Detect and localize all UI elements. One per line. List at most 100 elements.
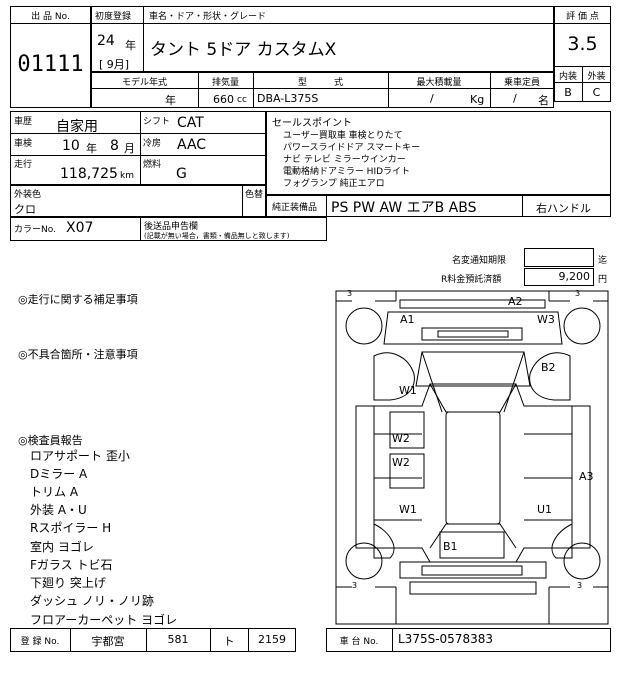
interior-label: 内装 bbox=[558, 72, 577, 82]
reg-class: 581 bbox=[167, 633, 189, 646]
sales-point-line: パワースライドドア スマートキー bbox=[283, 143, 421, 153]
corner-bracket bbox=[548, 291, 608, 302]
equipment-value: PS PW AW エアB ABS bbox=[331, 200, 477, 216]
damage-mark-u1: U1 bbox=[537, 503, 553, 516]
report-line: 外装 A・U bbox=[30, 503, 87, 517]
report-line: トリム A bbox=[30, 485, 79, 499]
wheel-front-left bbox=[345, 307, 383, 345]
color-no-box bbox=[10, 217, 327, 241]
reg-place: 宇都宮 bbox=[91, 635, 125, 648]
divider bbox=[242, 185, 243, 217]
max-load-label: 最大積載量 bbox=[416, 78, 462, 88]
chassis-label: 車 台 No. bbox=[339, 637, 379, 647]
left-fender bbox=[373, 352, 415, 401]
divider bbox=[140, 111, 141, 185]
divider bbox=[10, 133, 266, 134]
model-year-unit: 年 bbox=[165, 94, 176, 107]
divider bbox=[210, 628, 211, 652]
report-line: Dミラー A bbox=[30, 467, 88, 481]
corner-label: 3 bbox=[347, 289, 353, 298]
color-change-label: 色替 bbox=[245, 190, 264, 200]
reg-kana: ト bbox=[223, 635, 235, 648]
wheel-rear-right bbox=[563, 542, 601, 580]
report-line: Rスポイラー H bbox=[30, 521, 112, 535]
divider bbox=[10, 23, 91, 24]
equipment-label: 純正装備品 bbox=[272, 203, 318, 213]
fuel-label: 燃料 bbox=[143, 160, 162, 170]
type-label: 型 式 bbox=[297, 78, 343, 88]
damage-mark-w3: W3 bbox=[537, 313, 555, 326]
inspection-label: 車検 bbox=[14, 139, 33, 149]
type-value: DBA-L375S bbox=[257, 92, 319, 105]
color-no-label: カラーNo. bbox=[14, 225, 56, 235]
left-rear-fender bbox=[373, 523, 395, 559]
wheel-rear-left bbox=[345, 542, 383, 580]
rear-lamp-box bbox=[421, 565, 523, 576]
exterior-grade: C bbox=[592, 86, 601, 99]
hood-diagonals bbox=[421, 351, 525, 413]
ac-label: 冷房 bbox=[143, 139, 162, 149]
corner-label: 3 bbox=[577, 581, 583, 590]
model-year-label: モデル年式 bbox=[121, 78, 167, 88]
capacity-slash: / bbox=[513, 92, 517, 105]
windshield bbox=[429, 383, 517, 413]
reg-no-label: 登 録 No. bbox=[20, 637, 60, 647]
name-change-value-box bbox=[524, 248, 594, 267]
ac-value: AAC bbox=[177, 137, 207, 153]
driving-notes-label: ◎走行に関する補足事項 bbox=[18, 293, 138, 306]
recycle-value-box bbox=[524, 268, 594, 286]
damage-mark-b2: B2 bbox=[541, 361, 556, 374]
left-door-panel-upper bbox=[389, 411, 425, 449]
chassis-box bbox=[326, 628, 611, 652]
exterior-color-value: クロ bbox=[14, 203, 36, 216]
chassis-value: L375S-0578383 bbox=[398, 632, 493, 646]
left-door-panels bbox=[373, 406, 422, 548]
divider bbox=[392, 628, 393, 652]
car-name-label: 車名・ドア・形状・グレード bbox=[149, 12, 267, 22]
score-label: 評 価 点 bbox=[566, 12, 599, 22]
rear-body bbox=[399, 561, 547, 579]
front-lamp-box bbox=[437, 330, 509, 338]
divider bbox=[140, 217, 141, 241]
exterior-color-label: 外装色 bbox=[14, 190, 42, 200]
score-value: 3.5 bbox=[567, 33, 598, 55]
documents-label: 後送品申告欄 bbox=[144, 222, 199, 232]
sales-point-line: フォグランプ 純正エアロ bbox=[283, 179, 385, 189]
rear-bumper bbox=[409, 581, 537, 595]
documents-note: (記載が無い場合，書類・備品無しと致します) bbox=[144, 232, 290, 240]
inspection-month: 8 bbox=[110, 138, 119, 154]
first-reg-year: 24 bbox=[97, 33, 115, 49]
divider bbox=[91, 88, 554, 89]
capacity-unit: 名 bbox=[538, 94, 549, 107]
capacity-label: 乗車定員 bbox=[503, 78, 540, 88]
sales-point-line: ナビ テレビ ミラーウインカー bbox=[283, 155, 406, 165]
damage-mark-b1: B1 bbox=[443, 540, 458, 553]
report-line: Fガラス トビ石 bbox=[30, 558, 113, 572]
divider bbox=[490, 72, 491, 108]
report-line: フロアーカーペット ヨゴレ bbox=[30, 613, 178, 627]
equipment-box bbox=[266, 195, 611, 217]
interior-grade: B bbox=[564, 86, 572, 99]
rear-window bbox=[429, 523, 517, 549]
reg-number: 2159 bbox=[258, 633, 286, 646]
roof bbox=[445, 411, 501, 525]
rear-plate-box bbox=[439, 531, 505, 559]
shift-label: シフト bbox=[143, 117, 171, 127]
displacement-value: 660 bbox=[213, 93, 234, 106]
left-door-panel-lower bbox=[389, 453, 425, 489]
divider bbox=[70, 628, 71, 652]
mileage-value: 118,725 bbox=[60, 166, 118, 182]
damage-mark-a2: A2 bbox=[508, 295, 523, 308]
spec-row bbox=[91, 72, 554, 108]
damage-mark-w2: W2 bbox=[392, 456, 410, 469]
divider bbox=[248, 628, 249, 652]
inspector-report-label: ◎検査員報告 bbox=[18, 434, 83, 447]
damage-mark-a3: A3 bbox=[579, 470, 594, 483]
corner-bracket bbox=[336, 586, 397, 624]
inspection-year-unit: 年 bbox=[86, 142, 97, 155]
corner-label: 3 bbox=[575, 289, 581, 298]
displacement-label: 排気量 bbox=[211, 78, 239, 88]
car-info-box bbox=[91, 6, 554, 72]
fuel-value: G bbox=[176, 166, 187, 182]
divider bbox=[10, 155, 266, 156]
